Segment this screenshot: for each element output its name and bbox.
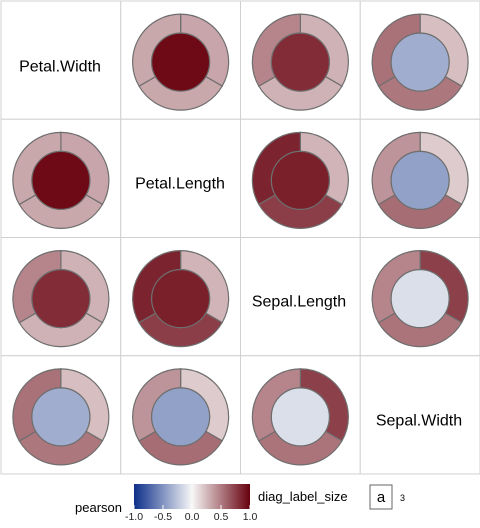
inner-circle-overall <box>270 387 330 447</box>
donut-sepal-length-petal-width <box>12 250 110 348</box>
panel-petal-length-petal-length <box>120 118 241 238</box>
diagonal-label-sepal-width: Sepal.Width <box>376 413 462 430</box>
donut-sepal-width-sepal-length <box>251 368 349 466</box>
legend-tick-label: -0.5 <box>154 511 172 523</box>
inner-circle-overall <box>151 32 211 92</box>
donut-petal-width-sepal-width <box>371 13 469 111</box>
legend-size-key-glyph: a <box>377 489 386 506</box>
panel-petal-width-petal-width <box>0 0 122 120</box>
inner-circle-overall <box>270 150 330 210</box>
donut-petal-length-sepal-width <box>371 131 469 229</box>
donut-petal-length-petal-width <box>12 131 110 229</box>
donut-layer <box>12 13 469 466</box>
donut-petal-width-petal-length <box>132 13 230 111</box>
donut-petal-length-sepal-length <box>251 131 349 229</box>
legend: pearson -1.0 -0.5 0.0 0.5 1.0 diag_label_siz… <box>75 484 405 523</box>
donut-sepal-length-sepal-width <box>371 250 469 348</box>
legend-size-key-box <box>369 484 393 510</box>
legend-tick-label: 1.0 <box>243 511 258 523</box>
legend-ticks: -1.0 -0.5 0.0 0.5 1.0 <box>125 505 257 523</box>
legend-fill-title: pearson <box>75 500 122 515</box>
donut-sepal-width-petal-width <box>12 368 110 466</box>
legend-size-title: diag_label_size <box>258 489 348 504</box>
inner-circle-overall <box>151 387 211 447</box>
panel-sepal-length-sepal-length <box>240 237 361 357</box>
inner-circle-overall <box>31 269 91 329</box>
diagonal-label-petal-width: Petal.Width <box>19 59 101 76</box>
legend-tick-label: 0.0 <box>185 511 200 523</box>
inner-circle-overall <box>31 150 91 210</box>
legend-colorbar <box>134 484 250 509</box>
inner-circle-overall <box>151 269 211 329</box>
inner-circle-overall <box>31 387 91 447</box>
inner-circle-overall <box>390 269 450 329</box>
legend-tick-label: -1.0 <box>125 511 143 523</box>
legend-tick-label: 0.5 <box>214 511 229 523</box>
donut-sepal-width-petal-length <box>132 368 230 466</box>
diagonal-label-sepal-length: Sepal.Length <box>252 294 346 311</box>
diagonal-label-petal-length: Petal.Length <box>135 176 225 193</box>
inner-circle-overall <box>390 32 450 92</box>
inner-circle-overall <box>390 150 450 210</box>
donut-sepal-length-petal-length <box>132 250 230 348</box>
legend-size-key-value: 3 <box>400 493 405 503</box>
donut-petal-width-sepal-length <box>251 13 349 111</box>
panel-sepal-width-sepal-width <box>359 355 480 475</box>
diagonal-labels: Petal.Width Petal.Length Sepal.Length Se… <box>19 59 462 430</box>
inner-circle-overall <box>270 32 330 92</box>
